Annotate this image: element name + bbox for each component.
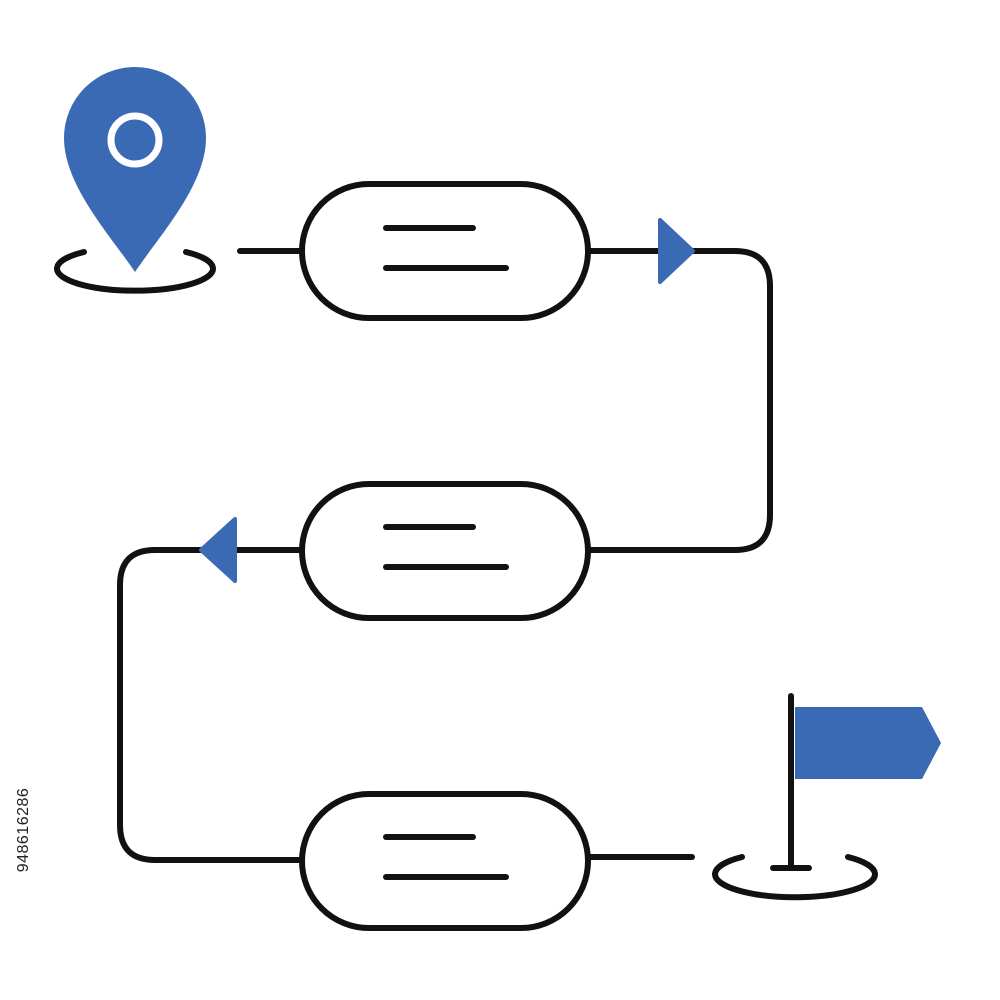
step-capsule [299,481,591,621]
start-marker [54,67,216,294]
stock-id-text: 948616286 [15,787,32,873]
step-node-1 [299,181,591,321]
step-node-3 [299,791,591,931]
step-capsule [299,181,591,321]
end-ground-ring [712,854,878,901]
connector-step2-to-step3 [117,547,305,863]
stock-id-label: 948616286 [14,760,34,900]
map-pin-hole [107,112,163,168]
step-node-2 [299,481,591,621]
arrow-right-icon [658,218,695,284]
connector-step1-to-step2 [585,248,773,553]
map-pin-icon [64,67,206,272]
step-capsule [299,791,591,931]
end-marker [712,693,941,901]
arrow-left-icon [199,517,237,583]
start-ground-ring [54,249,216,294]
flag-icon [795,707,941,779]
